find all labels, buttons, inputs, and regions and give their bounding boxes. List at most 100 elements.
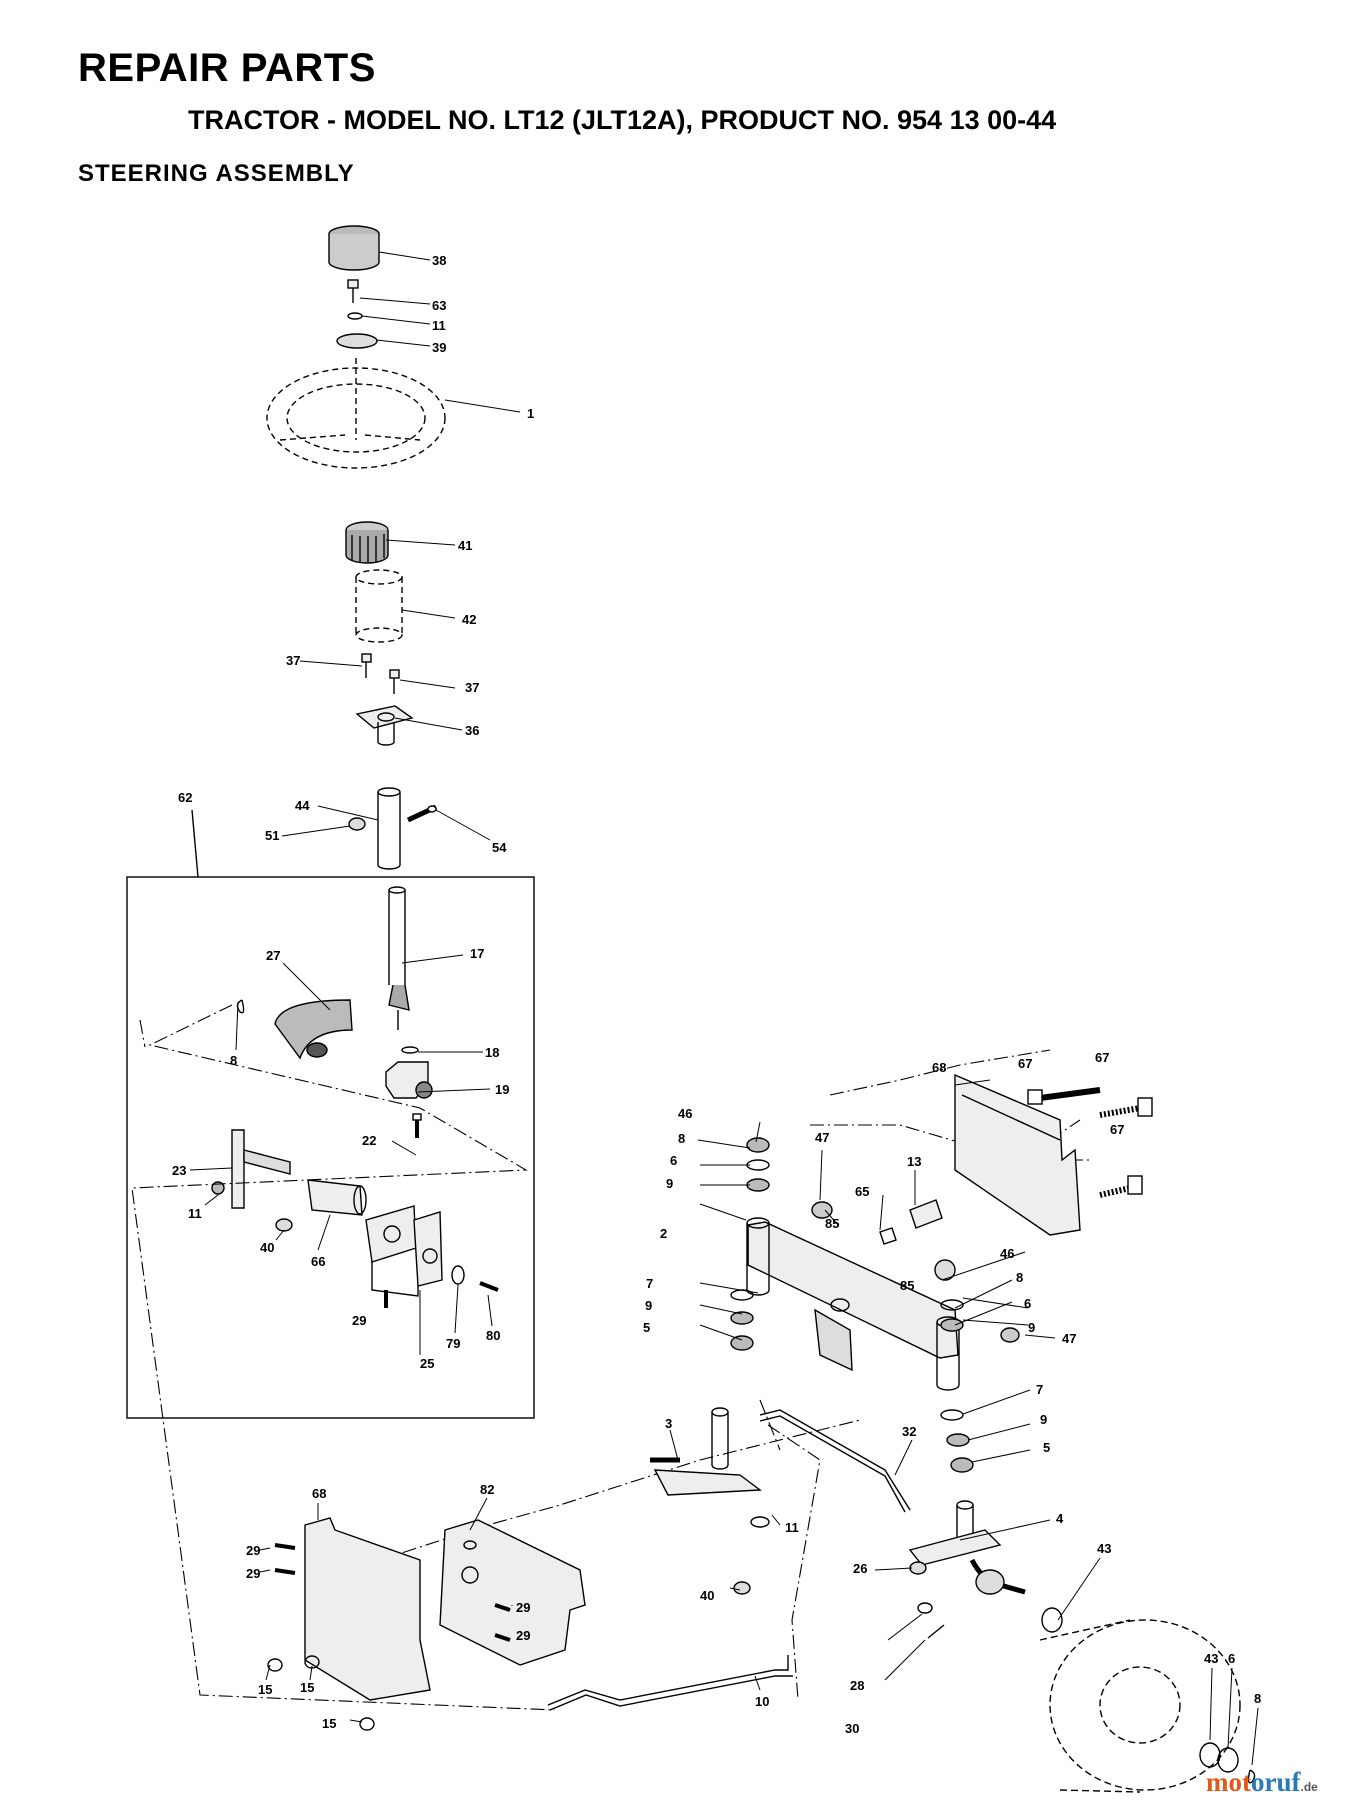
callout-25: 25: [420, 1356, 434, 1371]
bolt-part: [347, 279, 359, 303]
callout-42: 42: [462, 612, 476, 627]
callout-29: 29: [516, 1628, 530, 1643]
steering-gear-kit-box: [126, 876, 535, 1419]
callout-85: 85: [900, 1278, 914, 1293]
steering-shaft-part: [377, 787, 401, 870]
callout-37: 37: [286, 653, 300, 668]
bolts-set: [267, 1543, 511, 1731]
callout-62: 62: [178, 790, 192, 805]
steering-adapter-part: [345, 521, 389, 564]
washer-part: [750, 1516, 770, 1528]
callout-67: 67: [1095, 1050, 1109, 1065]
callout-26: 26: [853, 1561, 867, 1576]
callout-11: 11: [785, 1520, 799, 1535]
callout-13: 13: [907, 1154, 921, 1169]
callout-6: 6: [1024, 1296, 1031, 1311]
callout-47: 47: [1062, 1331, 1076, 1346]
steering-bracket-part: [385, 1061, 433, 1099]
washers-stack-right: [934, 1259, 974, 1473]
callout-15: 15: [322, 1716, 336, 1731]
callout-43: 43: [1204, 1651, 1218, 1666]
callout-18: 18: [485, 1045, 499, 1060]
callout-51: 51: [265, 828, 279, 843]
callout-36: 36: [465, 723, 479, 738]
callout-11: 11: [188, 1206, 202, 1221]
steering-wheel-part: [266, 358, 446, 469]
wheel-tire-part: [1039, 1619, 1241, 1793]
callout-7: 7: [1036, 1382, 1043, 1397]
callout-29: 29: [246, 1543, 260, 1558]
callout-37: 37: [465, 680, 479, 695]
watermark-logo: motoruf.de: [1206, 1767, 1318, 1797]
callout-2: 2: [660, 1226, 667, 1241]
callout-54: 54: [492, 840, 507, 855]
callout-68: 68: [312, 1486, 326, 1501]
callout-3: 3: [665, 1416, 672, 1431]
callout-4: 4: [1056, 1511, 1064, 1526]
callout-6: 6: [670, 1153, 677, 1168]
clip-part: [1247, 1769, 1256, 1784]
callout-63: 63: [432, 298, 446, 313]
callout-22: 22: [362, 1133, 376, 1148]
callout-67: 67: [1018, 1056, 1032, 1071]
clip-part: [236, 999, 245, 1014]
screw-part: [412, 1113, 422, 1138]
washer-part: [917, 1602, 933, 1614]
grease-fitting-part: [811, 1201, 833, 1219]
washers-stack-left: [730, 1137, 770, 1351]
washer-part: [451, 1265, 465, 1285]
callout-9: 9: [1028, 1320, 1035, 1335]
steering-cap-part: [328, 225, 380, 271]
callout-29: 29: [352, 1313, 366, 1328]
callout-9: 9: [666, 1176, 673, 1191]
nut-part: [733, 1581, 751, 1595]
drag-link-part: [759, 1409, 911, 1513]
callout-15: 15: [300, 1680, 314, 1695]
callout-6: 6: [1228, 1651, 1235, 1666]
callout-8: 8: [230, 1053, 237, 1068]
callout-79: 79: [446, 1336, 460, 1351]
mounting-bracket-part: [365, 1205, 443, 1297]
callout-67: 67: [1110, 1122, 1124, 1137]
callout-29: 29: [246, 1566, 260, 1581]
sector-gear-part: [274, 999, 353, 1060]
washer-part: [401, 1046, 419, 1054]
nut-part: [348, 817, 366, 831]
bolt-part: [479, 1281, 499, 1292]
front-axle-part: [746, 1217, 960, 1391]
callout-40: 40: [700, 1588, 714, 1603]
cotter-pin-part: [927, 1624, 945, 1639]
shoulder-bolt-part: [1027, 1087, 1101, 1105]
grease-fitting-part: [1000, 1327, 1020, 1343]
callout-9: 9: [1040, 1412, 1047, 1427]
callout-19: 19: [495, 1082, 509, 1097]
callout-28: 28: [850, 1678, 864, 1693]
callout-66: 66: [311, 1254, 325, 1269]
shoulder-bolt-part: [1099, 1097, 1153, 1118]
washer-part: [336, 333, 378, 349]
pin-part: [879, 1227, 897, 1245]
callout-82: 82: [480, 1482, 494, 1497]
callout-8: 8: [1254, 1691, 1261, 1706]
callout-80: 80: [486, 1328, 500, 1343]
spindle-left-part: [650, 1407, 762, 1496]
page-title: REPAIR PARTS: [78, 46, 376, 90]
callout-32: 32: [902, 1424, 916, 1439]
callout-68: 68: [932, 1060, 946, 1075]
callout-85: 85: [825, 1216, 839, 1231]
callout-8: 8: [1016, 1270, 1023, 1285]
callout-39: 39: [432, 340, 446, 355]
callout-23: 23: [172, 1163, 186, 1178]
leader-lines: [189, 251, 1259, 1766]
callout-15: 15: [258, 1682, 272, 1697]
pivot-shaft-part: [231, 1129, 291, 1209]
callout-46: 46: [1000, 1246, 1014, 1261]
bolt-part: [361, 653, 400, 694]
spindle-right-part: [908, 1500, 1026, 1595]
callout-29: 29: [516, 1600, 530, 1615]
callout-5: 5: [1043, 1440, 1050, 1455]
spacer-part: [909, 1199, 943, 1229]
callout-7: 7: [646, 1276, 653, 1291]
callout-17: 17: [470, 946, 484, 961]
